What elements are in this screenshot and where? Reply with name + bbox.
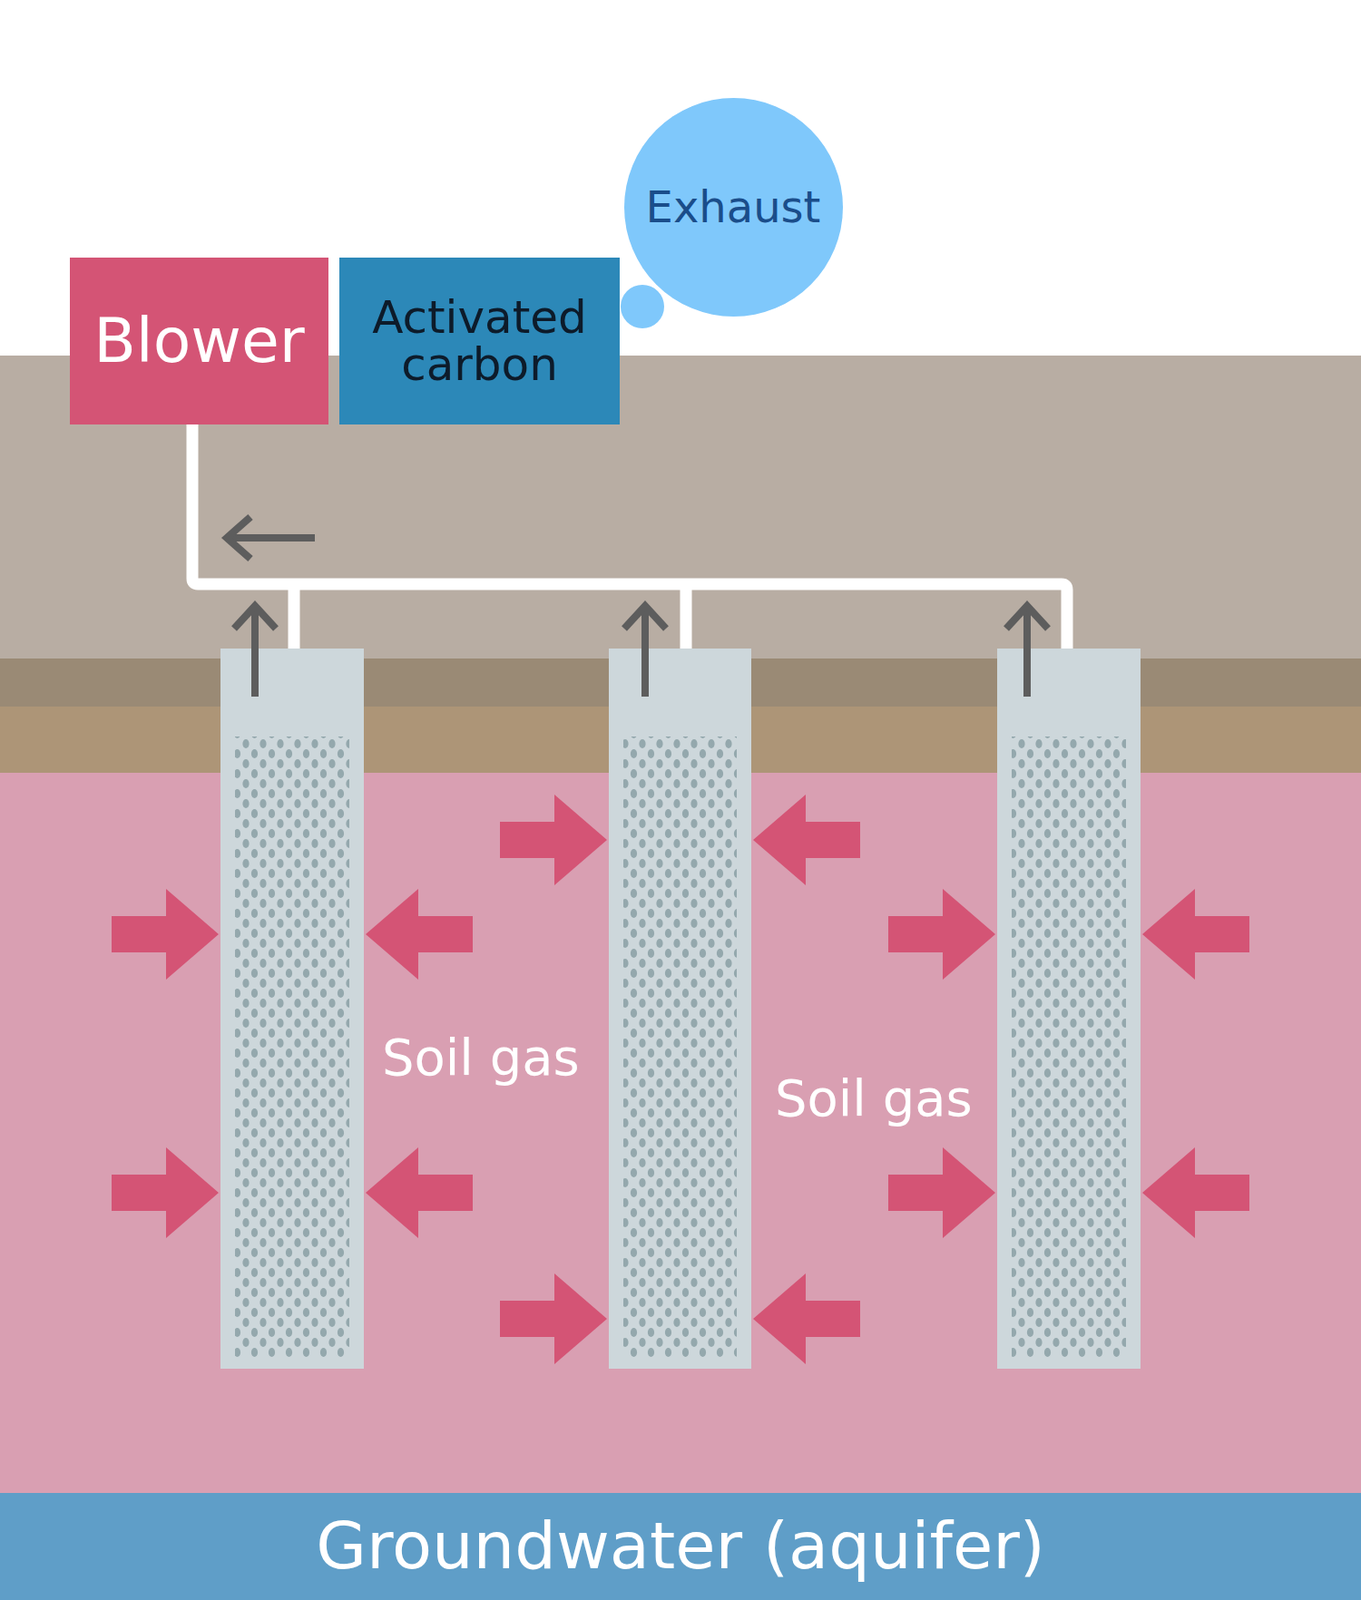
exhaust-circle: Exhaust — [624, 97, 843, 317]
gas-arrow — [1142, 889, 1250, 980]
gas-arrow — [499, 1273, 608, 1365]
flow-arrows — [226, 517, 1048, 697]
node-label: Activated carbon — [339, 293, 620, 390]
gas-arrow — [365, 889, 473, 980]
soil-gas-label: Soil gas — [774, 1068, 973, 1128]
gas-arrow — [753, 1273, 861, 1365]
groundwater-band: Groundwater (aquifer) — [0, 1493, 1361, 1600]
soil-gas-arrows — [111, 794, 1250, 1365]
gas-arrow — [365, 1147, 473, 1239]
gas-arrow — [499, 794, 608, 886]
node-label: Groundwater (aquifer) — [310, 1512, 1051, 1582]
gas-arrow — [753, 794, 861, 886]
collection-pipe — [192, 424, 1068, 650]
gas-arrow — [1142, 1147, 1250, 1239]
blower-box: Blower — [69, 257, 329, 425]
gas-arrow — [111, 1147, 219, 1239]
gas-arrow — [888, 889, 996, 980]
extraction-wells — [220, 648, 1141, 1370]
gas-arrow — [111, 889, 219, 980]
soil-gas-label: Soil gas — [381, 1028, 580, 1087]
exhaust-bubble-dot — [620, 284, 665, 329]
activated-carbon-box: Activated carbon — [339, 257, 620, 425]
node-label: Blower — [88, 308, 311, 373]
gas-arrow — [888, 1147, 996, 1239]
node-label: Exhaust — [640, 184, 827, 230]
